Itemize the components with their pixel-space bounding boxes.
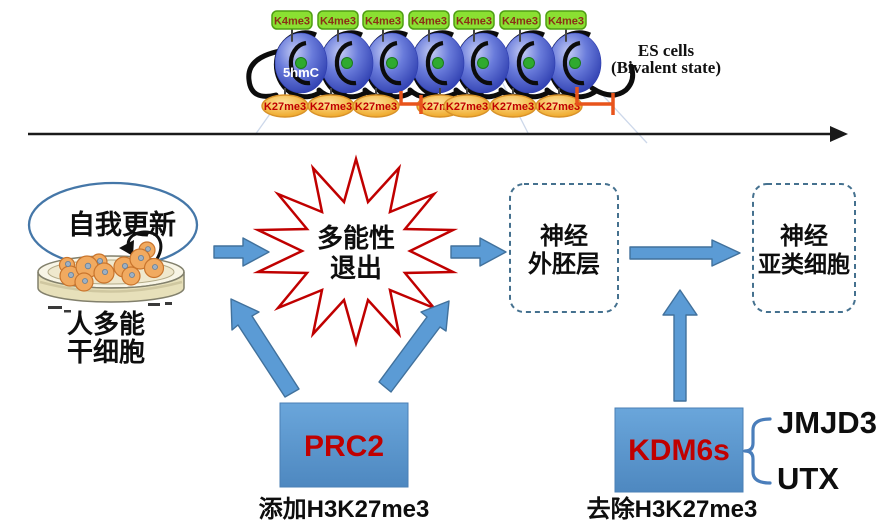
k4me3-label: K4me3 bbox=[411, 16, 447, 28]
nucleosome bbox=[273, 30, 328, 100]
arrow-exit-to-neuroectoderm bbox=[450, 237, 507, 267]
k4me3-label: K4me3 bbox=[502, 16, 538, 28]
nucleosome bbox=[455, 30, 510, 100]
chromatin-diagram: 5hmC K4me3 K4me3 K4me3 K4me3 K4me3 K4me3… bbox=[246, 10, 721, 144]
k4me3-tag: K4me3 bbox=[271, 10, 313, 42]
k27me3-tag: K27me3 bbox=[352, 88, 400, 118]
inhibition-tbar bbox=[575, 87, 615, 115]
k27me3-tag: K27me3 bbox=[443, 88, 491, 118]
arrow-dish-to-exit bbox=[213, 237, 270, 267]
inhibition-tbar bbox=[399, 91, 423, 114]
k27me3-tag: K27me3 bbox=[535, 88, 583, 118]
self-renewal-label: 自我更新 bbox=[68, 209, 176, 240]
stem-cell-label: 人多能 干细胞 bbox=[67, 309, 145, 367]
timeline-arrowhead bbox=[830, 126, 848, 142]
k27me3-tag: K27me3 bbox=[307, 88, 355, 118]
nucleosome bbox=[501, 30, 556, 100]
kdm6s-caption: 去除H3K27me3 bbox=[587, 495, 758, 523]
self-renewal-loop-icon bbox=[119, 230, 163, 261]
jmjd3-label: JMJD3 bbox=[777, 405, 877, 440]
neural-subtype-box: 神经 亚类细胞 bbox=[752, 183, 856, 313]
k27me3-label: K27me3 bbox=[264, 101, 306, 113]
erased-text-remnants bbox=[48, 302, 172, 313]
neural-subtype-line1: 神经 bbox=[780, 222, 828, 250]
k27me3-tags: K27me3 K27me3 K27me3 K27me3 K27me3 K27me… bbox=[261, 88, 583, 118]
exit-line1: 多能性 bbox=[317, 223, 395, 253]
k4me3-tag: K4me3 bbox=[317, 10, 359, 42]
prc2-label: PRC2 bbox=[304, 430, 384, 463]
kdm6s-box bbox=[614, 407, 744, 493]
kdm6s-bracket bbox=[743, 417, 772, 485]
kdm6s-up-arrow bbox=[662, 289, 698, 402]
es-cells-label: ES cells (Bivalent state) bbox=[611, 41, 721, 77]
k4me3-label: K4me3 bbox=[456, 16, 492, 28]
k4me3-label: K4me3 bbox=[320, 16, 356, 28]
exit-line2: 退出 bbox=[330, 253, 382, 283]
nucleosome bbox=[364, 30, 419, 100]
stem-cell-line2: 干细胞 bbox=[67, 337, 145, 367]
k4me3-tags: K4me3 K4me3 K4me3 K4me3 K4me3 K4me3 K4me… bbox=[271, 10, 587, 42]
es-cells-line1: ES cells bbox=[638, 41, 695, 60]
k27me3-label: K27me3 bbox=[492, 101, 534, 113]
arrow-neuroectoderm-to-subtype bbox=[629, 239, 741, 267]
petri-dish bbox=[37, 241, 185, 313]
neuroectoderm-box: 神经 外胚层 bbox=[509, 183, 619, 313]
pluripotency-exit-starburst: 多能性 退出 bbox=[252, 154, 459, 348]
self-renewal-group: 自我更新 bbox=[27, 181, 199, 269]
k27me3-label: K27me3 bbox=[355, 101, 397, 113]
timeline-arrow bbox=[28, 126, 848, 142]
k4me3-tag: K4me3 bbox=[453, 10, 495, 42]
prc2-group: PRC2 添加H3K27me3 bbox=[259, 402, 430, 523]
neuroectoderm-line1: 神经 bbox=[540, 222, 588, 250]
k4me3-label: K4me3 bbox=[274, 16, 310, 28]
stem-cell-line1: 人多能 bbox=[67, 309, 145, 339]
k4me3-label: K4me3 bbox=[548, 16, 584, 28]
k4me3-tag: K4me3 bbox=[408, 10, 450, 42]
k27me3-label: K27me3 bbox=[446, 101, 488, 113]
nucleosome bbox=[319, 30, 374, 100]
prc2-caption: 添加H3K27me3 bbox=[259, 496, 430, 523]
k4me3-label: K4me3 bbox=[365, 16, 401, 28]
nucleosome bbox=[410, 30, 465, 100]
k27me3-tag: K27me3 bbox=[489, 88, 537, 118]
k27me3-label: K27me3 bbox=[538, 101, 580, 113]
utx-label: UTX bbox=[777, 461, 839, 496]
prc2-arrow-right bbox=[378, 300, 450, 393]
neuroectoderm-line2: 外胚层 bbox=[528, 250, 600, 278]
k4me3-tag: K4me3 bbox=[545, 10, 587, 42]
prc2-arrow-left bbox=[230, 298, 300, 398]
kdm6s-group: KDM6s 去除H3K27me3 JMJD3 UTX bbox=[587, 405, 877, 523]
prc2-box bbox=[279, 402, 409, 488]
kdm6s-label: KDM6s bbox=[628, 434, 730, 467]
neural-subtype-line2: 亚类细胞 bbox=[758, 251, 850, 277]
es-cells-line2: (Bivalent state) bbox=[611, 58, 721, 77]
k27me3-label: K27me3 bbox=[310, 101, 352, 113]
k4me3-tag: K4me3 bbox=[499, 10, 541, 42]
k27me3-tag: K27me3 bbox=[261, 88, 309, 118]
cell-nuclei bbox=[65, 246, 158, 284]
5hmc-label: 5hmC bbox=[283, 65, 320, 80]
k4me3-tag: K4me3 bbox=[362, 10, 404, 42]
